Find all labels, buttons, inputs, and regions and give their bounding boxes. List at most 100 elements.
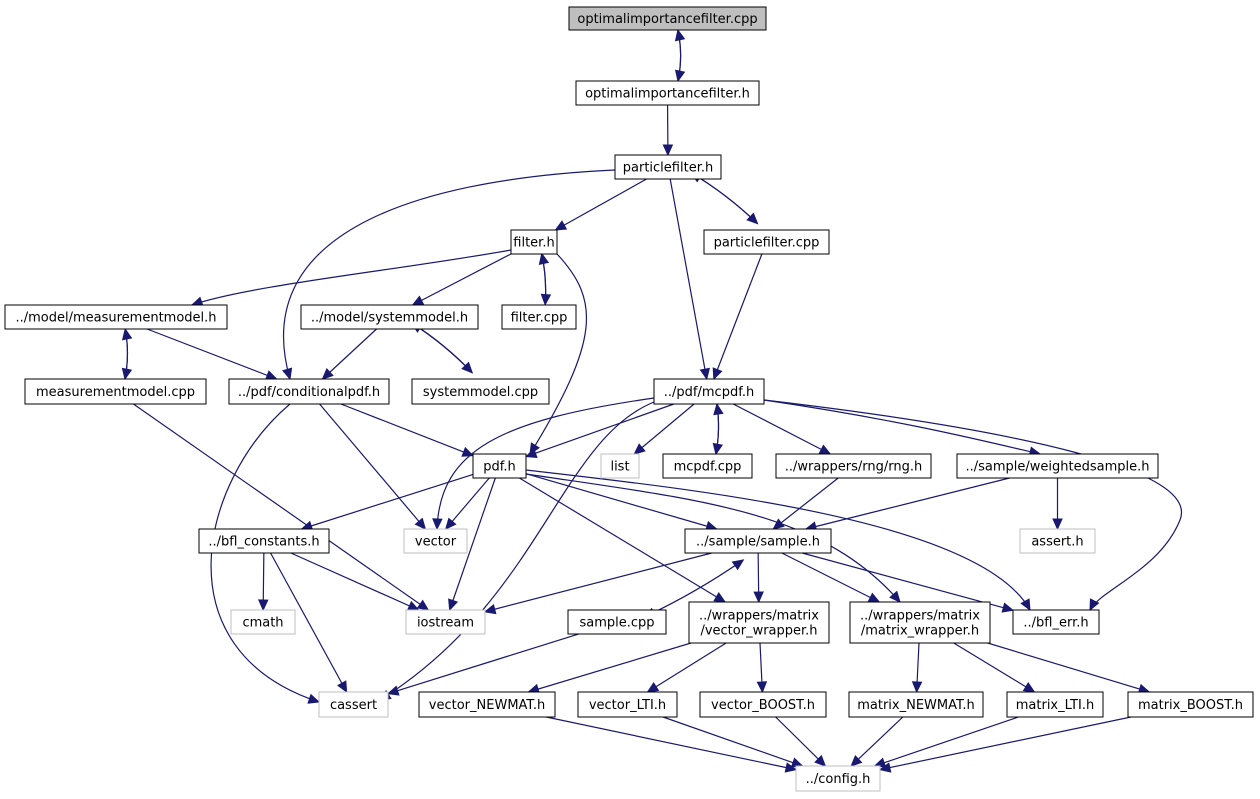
node-measurementmodel-cpp[interactable]: measurementmodel.cpp xyxy=(24,378,207,405)
arrowhead-52 xyxy=(386,685,400,696)
node-box xyxy=(228,378,390,405)
arrowhead-7 xyxy=(699,367,711,381)
arrowhead-55 xyxy=(756,681,768,694)
node-label: ../bfl_constants.h xyxy=(208,535,319,550)
edge-vector_wrapper_h-to-vector_lti_h xyxy=(646,642,727,693)
node-weightedsample-h[interactable]: ../sample/weightedsample.h xyxy=(956,453,1159,479)
edge-conditionalpdf_h-to-cassert xyxy=(210,403,321,704)
node-label: pdf.h xyxy=(483,460,516,475)
node-box xyxy=(198,528,330,554)
edge-pdf_h-to-sample_h xyxy=(525,473,718,532)
edge-systemmodel_cpp-to-systemmodel_h xyxy=(410,322,473,374)
node-matrix-newmat-h[interactable]: matrix_NEWMAT.h xyxy=(848,691,984,718)
node-sample-h[interactable]: ../sample/sample.h xyxy=(684,528,832,554)
edge-line xyxy=(133,403,429,611)
node-systemmodel-h[interactable]: ../model/systemmodel.h xyxy=(300,304,479,330)
node-label: vector_NEWMAT.h xyxy=(429,698,545,713)
arrowhead-50 xyxy=(867,592,881,603)
edge-line xyxy=(874,716,1019,767)
node-mcpdf-cpp[interactable]: mcpdf.cpp xyxy=(662,453,753,479)
node-config-h[interactable]: ../config.h xyxy=(795,765,881,792)
node-rng-h[interactable]: ../wrappers/rng/rng.h xyxy=(775,453,932,479)
edge-conditionalpdf_h-to-pdf_h xyxy=(340,403,475,457)
node-box xyxy=(775,453,932,479)
node-box xyxy=(795,765,881,792)
edge-line xyxy=(647,642,727,693)
edge-line xyxy=(805,477,1010,530)
node-box xyxy=(600,453,640,479)
node-particlefilter-h[interactable]: particlefilter.h xyxy=(614,154,722,180)
node-bfl-err-h[interactable]: ../bfl_err.h xyxy=(1012,609,1100,635)
edge-vector_newmat_h-to-config_h xyxy=(546,716,798,773)
node-filter-cpp[interactable]: filter.cpp xyxy=(501,304,577,330)
node-measurementmodel-h[interactable]: ../model/measurementmodel.h xyxy=(4,304,228,330)
node-cassert[interactable]: cassert xyxy=(318,691,389,718)
edge-line xyxy=(146,328,277,380)
node-box xyxy=(577,691,678,718)
node-matrix-boost-h[interactable]: matrix_BOOST.h xyxy=(1127,691,1254,718)
edge-pdf_h-to-iostream xyxy=(448,477,496,612)
arrowhead-56 xyxy=(911,681,923,694)
arrowhead-44 xyxy=(406,600,420,611)
node-vector-boost-h[interactable]: vector_BOOST.h xyxy=(699,691,827,718)
node-mcpdf-h[interactable]: ../pdf/mcpdf.h xyxy=(653,378,765,405)
node-vector-newmat-h[interactable]: vector_NEWMAT.h xyxy=(418,691,556,718)
edge-line xyxy=(191,249,512,306)
node-vector-wrapper-h[interactable]: ../wrappers/matrix/vector_wrapper.h xyxy=(688,601,830,644)
node-pdf-h[interactable]: pdf.h xyxy=(472,453,527,479)
arrowhead-23 xyxy=(307,693,321,704)
edge-vector_lti_h-to-config_h xyxy=(662,716,804,768)
edge-mcpdf_h-to-rng_h xyxy=(732,403,832,455)
node-optimalimportancefilter-h[interactable]: optimalimportancefilter.h xyxy=(575,80,760,106)
node-box xyxy=(24,378,207,405)
node-particlefilter-cpp[interactable]: particlefilter.cpp xyxy=(703,229,830,255)
arrowhead-38 xyxy=(889,590,901,603)
node-label: ../model/measurementmodel.h xyxy=(15,311,216,326)
arrowhead-32 xyxy=(1089,598,1100,612)
node-iostream[interactable]: iostream xyxy=(405,609,486,635)
node-label: iostream xyxy=(417,616,474,631)
node-label: list xyxy=(610,460,629,475)
edge-line xyxy=(528,642,692,693)
edge-sample_h-to-vector_wrapper_h xyxy=(753,552,764,604)
node-matrix-wrapper-h[interactable]: ../wrappers/matrix/matrix_wrapper.h xyxy=(849,601,991,644)
node-box xyxy=(318,691,389,718)
node-box xyxy=(567,609,667,635)
arrowhead-35 xyxy=(448,598,459,612)
edge-line xyxy=(772,477,839,530)
arrowhead-34 xyxy=(444,517,457,530)
edge-line xyxy=(529,253,588,455)
edge-vector_wrapper_h-to-vector_boost_h xyxy=(756,642,768,694)
node-list[interactable]: list xyxy=(600,453,640,479)
node-matrix-lti-h[interactable]: matrix_LTI.h xyxy=(1006,691,1104,718)
edge-line xyxy=(763,399,1041,455)
node-assert-h[interactable]: assert.h xyxy=(1019,528,1096,554)
node-label: systemmodel.cpp xyxy=(423,385,538,400)
arrowhead-49 xyxy=(753,591,764,604)
edge-line xyxy=(690,172,758,225)
arrowhead-18 xyxy=(321,367,334,380)
edge-mcpdf_h-to-bfl_err_h xyxy=(763,399,1183,612)
arrowhead-24 xyxy=(524,448,538,459)
node-vector[interactable]: vector xyxy=(403,528,468,554)
edge-line xyxy=(270,552,348,693)
arrowhead-27 xyxy=(713,402,724,416)
node-systemmodel-cpp[interactable]: systemmodel.cpp xyxy=(411,378,550,405)
edge-line xyxy=(713,253,763,380)
node-bfl-constants-h[interactable]: ../bfl_constants.h xyxy=(198,528,330,554)
node-conditionalpdf-h[interactable]: ../pdf/conditionalpdf.h xyxy=(228,378,390,405)
node-optimalimportancefilter-cpp[interactable]: optimalimportancefilter.cpp xyxy=(568,6,767,31)
edge-sample_h-to-iostream xyxy=(483,552,712,615)
node-sample-cpp[interactable]: sample.cpp xyxy=(567,609,667,635)
edge-conditionalpdf_h-to-vector xyxy=(319,403,427,530)
arrowhead-25 xyxy=(633,443,646,455)
edge-weightedsample_h-to-assert_h xyxy=(1052,478,1063,531)
arrowhead-17 xyxy=(416,599,430,611)
arrowhead-2 xyxy=(662,144,674,157)
arrowhead-39 xyxy=(1020,598,1031,612)
node-vector-lti-h[interactable]: vector_LTI.h xyxy=(577,691,678,718)
edge-matrix_wrapper_h-to-matrix_newmat_h xyxy=(911,642,923,694)
node-cmath[interactable]: cmath xyxy=(230,609,296,635)
node-label: matrix_BOOST.h xyxy=(1138,698,1243,713)
node-filter-h[interactable]: filter.h xyxy=(510,229,558,255)
